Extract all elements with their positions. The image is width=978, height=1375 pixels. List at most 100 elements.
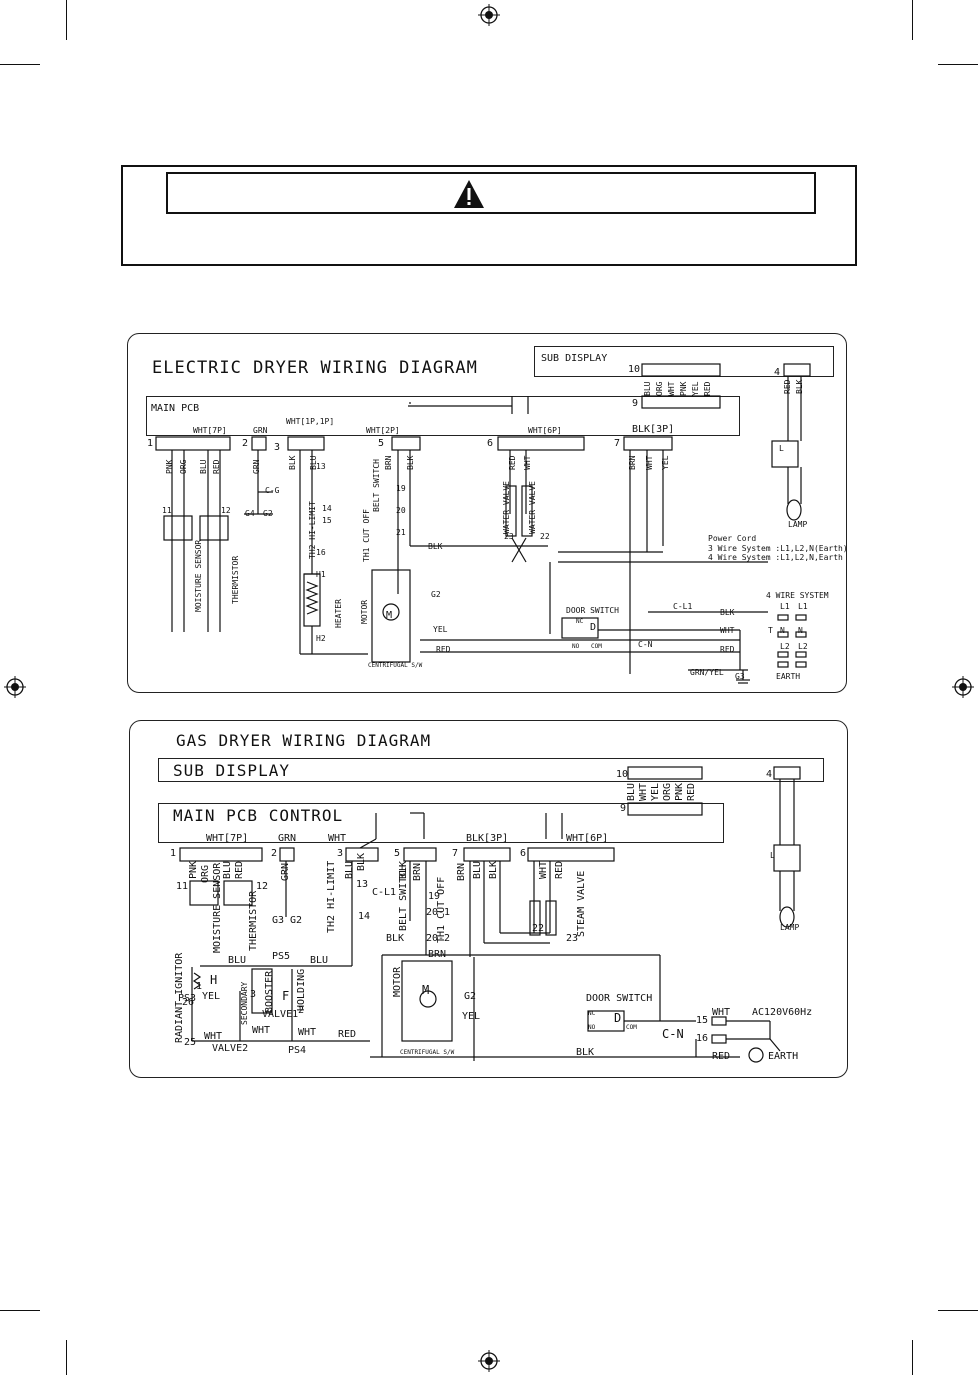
electric-main-pcb-label: MAIN PCB [151,403,200,414]
node-label: C-N [662,1027,684,1041]
connector-label: WHT[6P] [566,833,609,844]
terminal-label: L2 [798,642,808,651]
gas-wiring-schematic [179,766,801,1063]
pin-number: 15 [696,1015,709,1026]
node-label: PS3 [178,993,197,1004]
line-wire: RED [720,645,735,654]
pin-number: 23 [566,933,579,944]
node-label: G2 [464,991,477,1002]
gas-diagram-panel: GAS DRYER WIRING DIAGRAM SUB DISPLAY MAI… [129,720,848,1078]
pin-number: 2 [298,1005,305,1016]
node-label: NO [588,1024,596,1031]
terminal-label: T [768,626,773,635]
connector-label: WHT[7P] [206,833,249,844]
pin-number: 14 [358,911,371,922]
registration-mark-icon [952,676,974,698]
component-label: CENTRIFUGAL S/W [400,1049,455,1056]
gas-sub-display-box: SUB DISPLAY [158,758,824,782]
node-label: PS5 [272,951,291,962]
pin-number: 22 [532,923,545,934]
terminal-label: N [780,626,785,635]
node-label: G3 [272,915,285,926]
pin-number: 3 [250,989,257,1000]
line-wire: WHT [204,1031,223,1042]
crop-mark [0,64,40,65]
connector-label: GRN [278,833,297,844]
registration-mark-icon [478,1350,500,1372]
terminal-label: N [798,626,803,635]
line-wire: BLK [576,1047,595,1058]
pin-number: 13 [356,879,369,890]
pin-number: 5 [378,438,385,449]
component-label: DOOR SWITCH [566,606,619,615]
crop-mark [912,1340,913,1375]
node-label: L [770,851,775,860]
node-label: NC [588,1010,596,1017]
terminal-label: EARTH [776,672,801,681]
line-wire: RED [436,645,451,654]
pin-number: 3 [337,848,344,859]
gas-sub-display-label: SUB DISPLAY [173,761,290,780]
gas-main-pcb-box: MAIN PCB CONTROL [158,803,724,843]
pin-number: 12 [221,506,231,515]
pin-number: 10 [628,364,641,375]
pin-number: 10 [616,769,629,780]
connector-label: GRN [253,426,268,435]
pin-number: 7 [614,438,621,449]
pin-number: 16 [316,548,326,557]
electric-wiring-schematic [155,363,811,684]
line-wire: RED [338,1029,357,1040]
connector-label: WHT [328,833,347,844]
warning-box [121,165,857,266]
node-label: PS4 [288,1045,307,1056]
registration-mark-icon [478,4,500,26]
pin-number: 19 [428,891,441,902]
component-label: H2 [316,634,326,643]
pin-number: 20-1 [426,907,451,918]
component-label: F [282,989,290,1003]
pin-number: 1 [170,848,177,859]
gas-main-pcb-label: MAIN PCB CONTROL [173,806,344,825]
node-label: G3 [735,672,745,681]
node-label: C-N [638,640,653,649]
connector-label: WHT[1P,1P] [286,417,335,426]
node-label: G2 [290,915,303,926]
pin-number: 26 [182,997,195,1008]
line-wire: WHT [252,1025,271,1036]
node-label: G2 [431,590,441,599]
node-label: C-G [265,486,280,495]
component-label: CENTRIFUGAL S/W [368,662,423,669]
terminal-label: L1 [780,602,790,611]
power-label: AC120V60Hz [752,1007,813,1018]
crop-mark [938,1310,978,1311]
terminal-label: L2 [780,642,790,651]
registration-mark-icon [4,676,26,698]
line-wire: YEL [202,991,221,1002]
pin-number: 3 [274,442,281,453]
line-wire: WHT [298,1027,317,1038]
connector-label: BLK[3P] [632,424,675,435]
crop-mark [938,64,978,65]
pin-number: 2 [271,848,278,859]
power-cord-line: 4 Wire System :L1,L2,N,Earth [708,553,843,562]
pin-number: 19 [396,484,406,493]
component-label: H1 [316,570,326,579]
connector-label: BLK[3P] [466,833,509,844]
electric-diagram-title: ELECTRIC DRYER WIRING DIAGRAM [152,358,478,378]
component-label: M [386,610,393,621]
line-wire: BLU [310,955,329,966]
pin-number: 11 [176,881,189,892]
pin-number: 20-2 [426,933,451,944]
pin-number: 12 [256,881,269,892]
pin-number: 6 [520,848,527,859]
earth-label: EARTH [768,1051,799,1062]
electric-sub-display-label: SUB DISPLAY [541,353,608,364]
connector-label: WHT[2P] [366,426,400,435]
line-wire: BLK [386,933,405,944]
node-label: COM [626,1024,637,1031]
terminal-label: L1 [798,602,808,611]
pin-number: 4 [774,367,781,378]
pin-number: 20 [396,506,406,515]
component-label: VALVE1 [262,1009,299,1020]
line-wire: GRN/YEL [690,668,724,677]
